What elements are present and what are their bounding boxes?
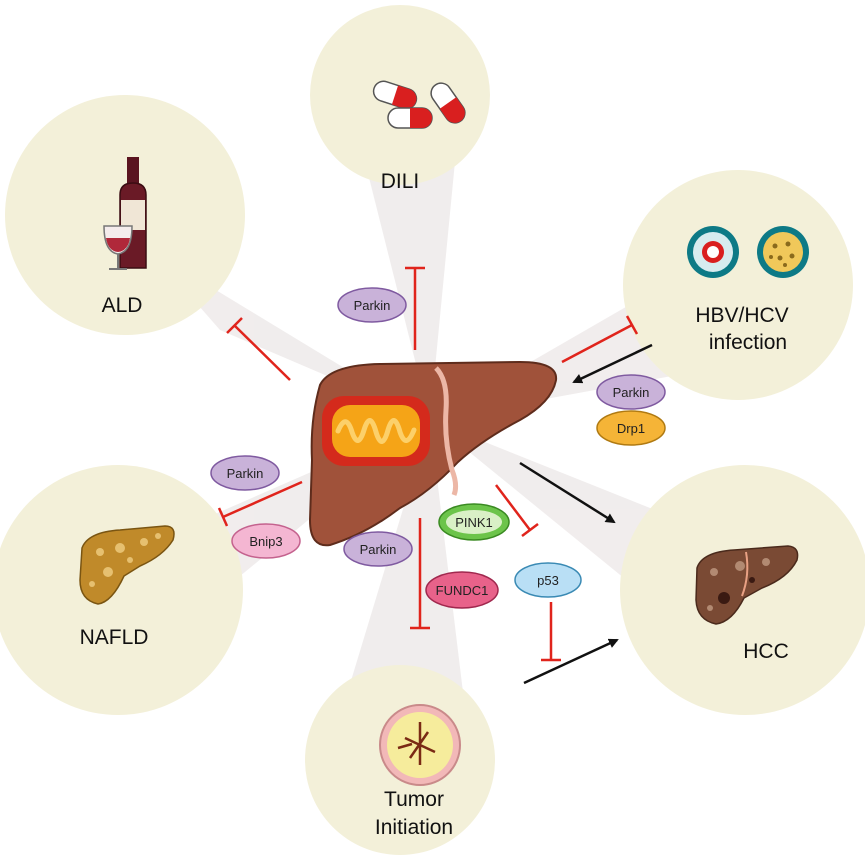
label-dili: DILI bbox=[381, 170, 420, 193]
label-nafld: NAFLD bbox=[80, 626, 149, 649]
label-tumor-line1: Tumor bbox=[384, 788, 444, 811]
circle-nafld bbox=[0, 465, 243, 715]
mitochondrion-icon bbox=[322, 396, 430, 466]
svg-text:FUNDC1: FUNDC1 bbox=[436, 583, 489, 598]
pill-capsules-icon bbox=[372, 80, 466, 129]
protein-parkin-dili: Parkin bbox=[337, 287, 407, 323]
label-hcc: HCC bbox=[743, 640, 789, 663]
svg-text:PINK1: PINK1 bbox=[455, 515, 493, 530]
protein-bnip3: Bnip3 bbox=[231, 523, 301, 559]
svg-text:p53: p53 bbox=[537, 573, 559, 588]
fatty-liver-icon bbox=[79, 525, 175, 605]
svg-text:Parkin: Parkin bbox=[360, 542, 397, 557]
wine-bottle-and-glass-icon bbox=[103, 157, 147, 270]
protein-drp1: Drp1 bbox=[596, 410, 666, 446]
label-hbv-line2: infection bbox=[709, 331, 787, 354]
virus-particles-icon bbox=[687, 226, 809, 278]
circle-hbv bbox=[623, 170, 853, 400]
protein-fundc1: FUNDC1 bbox=[425, 571, 499, 609]
label-hbv-line1: HBV/HCV bbox=[695, 304, 788, 327]
protein-p53: p53 bbox=[514, 562, 582, 598]
svg-text:Parkin: Parkin bbox=[227, 466, 264, 481]
cancerous-liver-icon bbox=[695, 545, 799, 625]
inhibition-lines bbox=[217, 266, 639, 662]
svg-text:Bnip3: Bnip3 bbox=[249, 534, 282, 549]
svg-text:Drp1: Drp1 bbox=[617, 421, 645, 436]
svg-text:Parkin: Parkin bbox=[354, 298, 391, 313]
protein-parkin-tumor: Parkin bbox=[343, 531, 413, 567]
protein-parkin-nafld: Parkin bbox=[210, 455, 280, 491]
activation-arrows bbox=[519, 343, 653, 685]
label-ald: ALD bbox=[102, 294, 143, 317]
tumor-cell-icon bbox=[379, 704, 461, 786]
label-tumor-line2: Initiation bbox=[375, 816, 453, 839]
protein-parkin-hbv: Parkin bbox=[596, 374, 666, 410]
protein-pink1: PINK1 bbox=[438, 503, 510, 541]
svg-text:Parkin: Parkin bbox=[613, 385, 650, 400]
